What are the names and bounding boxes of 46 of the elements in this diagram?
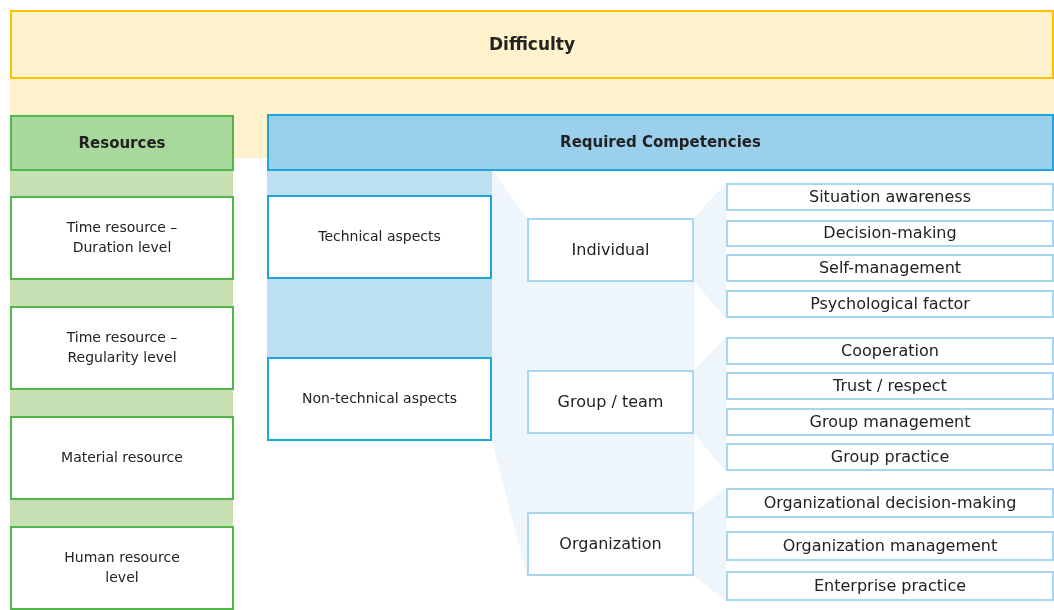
- header-box: [10, 115, 234, 171]
- resource-box: [10, 306, 234, 390]
- box-label: Time resource – Duration level: [65, 218, 179, 257]
- title-band: [10, 10, 1054, 79]
- box-label: Individual: [571, 238, 650, 261]
- box-label: Decision-making: [823, 222, 957, 245]
- resource-box: [10, 416, 234, 500]
- box-label: Technical aspects: [318, 227, 441, 247]
- box-label: Required Competencies: [560, 132, 761, 153]
- box-label: Difficulty: [488, 32, 576, 56]
- competency-box: [726, 408, 1054, 436]
- competency-box: [726, 488, 1054, 518]
- box-label: Non-technical aspects: [302, 389, 457, 409]
- competency-box: [726, 183, 1054, 211]
- box-label: Psychological factor: [810, 292, 970, 315]
- box-label: Organization management: [782, 534, 998, 557]
- level-box: [527, 370, 694, 434]
- box-label: Resources: [78, 132, 166, 154]
- box-label: Enterprise practice: [813, 574, 967, 597]
- box-label: Group / team: [557, 390, 664, 413]
- competency-box: [726, 443, 1054, 471]
- box-label: Organization: [559, 532, 662, 555]
- box-label: Situation awareness: [809, 185, 971, 208]
- level-box: [527, 512, 694, 576]
- box-label: Cooperation: [841, 339, 939, 362]
- box-label: Trust / respect: [833, 374, 947, 397]
- competency-box: [726, 571, 1054, 601]
- competency-box: [726, 290, 1054, 318]
- aspect-box: [267, 195, 492, 279]
- box-label: Organizational decision-making: [763, 491, 1017, 514]
- level-box: [527, 218, 694, 282]
- box-label: Human resource level: [63, 548, 181, 587]
- resource-box: [10, 196, 234, 280]
- box-label: Time resource – Regularity level: [65, 328, 179, 367]
- box-label: Group practice: [830, 445, 950, 468]
- competency-box: [726, 254, 1054, 282]
- competency-box: [726, 531, 1054, 561]
- competency-box: [726, 220, 1054, 247]
- box-label: Self-management: [818, 256, 962, 279]
- header-box: [267, 114, 1054, 171]
- resource-box: [10, 526, 234, 610]
- box-label: Material resource: [61, 448, 183, 468]
- competency-box: [726, 372, 1054, 400]
- aspect-box: [267, 357, 492, 441]
- box-label: Group management: [809, 410, 971, 433]
- competency-box: [726, 337, 1054, 365]
